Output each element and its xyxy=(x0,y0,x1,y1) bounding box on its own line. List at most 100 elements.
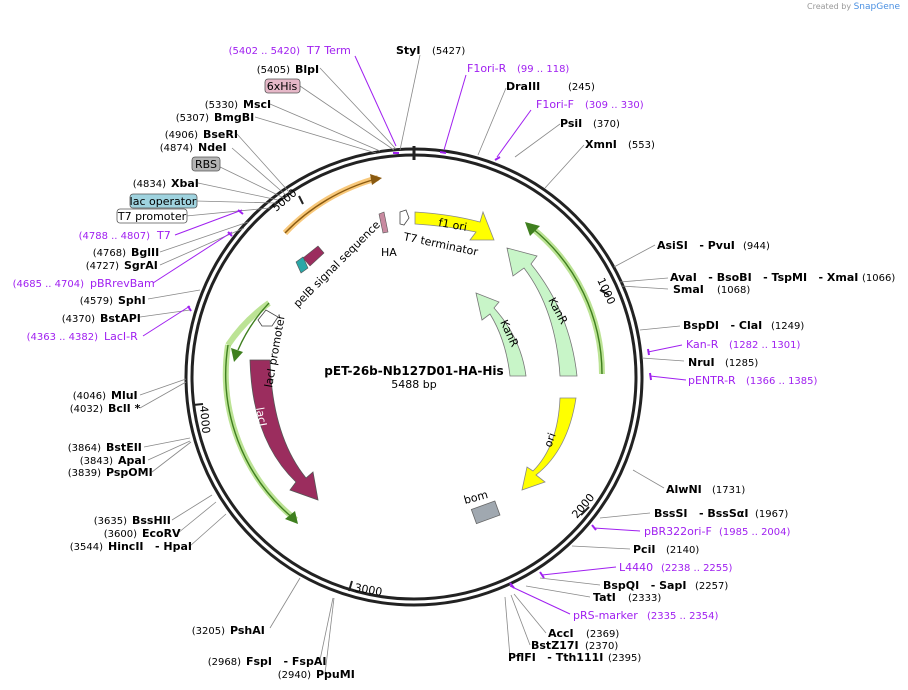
feature-box-6xhis: 6xHis xyxy=(264,78,301,94)
svg-text:PshAI: PshAI xyxy=(230,624,265,637)
primer-laci-r: (4363 .. 4382) LacI-R xyxy=(27,330,139,343)
svg-text:F1ori-R: F1ori-R xyxy=(467,62,507,75)
svg-text:(245): (245) xyxy=(568,82,595,93)
site-bstapi: (4370) BstAPI xyxy=(62,312,141,325)
svg-text:Kan-R: Kan-R xyxy=(686,338,719,351)
svg-text:(4685 .. 4704): (4685 .. 4704) xyxy=(13,279,85,290)
svg-text:SmaI: SmaI xyxy=(673,283,704,296)
svg-text:AsiSI - PvuI: AsiSI - PvuI xyxy=(657,239,735,252)
svg-text:BclI *: BclI * xyxy=(108,402,141,415)
svg-text:(3864): (3864) xyxy=(68,443,101,454)
ha-label: HA xyxy=(381,246,397,259)
primer-prs-marker: pRS-marker (2335 .. 2354) xyxy=(573,609,719,622)
site-bspdi-clai: BspDI - ClaI (1249) xyxy=(683,319,804,332)
svg-text:PciI: PciI xyxy=(633,543,655,556)
svg-text:MscI: MscI xyxy=(243,98,271,111)
svg-text:TatI: TatI xyxy=(593,591,616,604)
site-psii: PsiI (370) xyxy=(560,117,620,130)
svg-text:FspI - FspAI: FspI - FspAI xyxy=(246,655,326,668)
svg-text:SgrAI: SgrAI xyxy=(124,259,158,272)
site-blpi: (5405) BlpI xyxy=(257,63,319,76)
tick-label-4000: 4000 xyxy=(197,405,212,434)
site-bglii: (4768) BglII xyxy=(93,246,159,259)
svg-text:MluI: MluI xyxy=(111,389,138,402)
svg-text:(1731): (1731) xyxy=(712,485,745,496)
svg-text:(4788 .. 4807): (4788 .. 4807) xyxy=(79,231,151,242)
svg-text:(5330): (5330) xyxy=(205,100,238,111)
feature-kanr xyxy=(506,247,578,377)
site-bcli: (4032) BclI * xyxy=(70,402,141,415)
svg-text:(3544): (3544) xyxy=(70,542,103,553)
svg-text:(1985 .. 2004): (1985 .. 2004) xyxy=(719,527,791,538)
tick-label-3000: 3000 xyxy=(353,581,383,599)
svg-text:(1066): (1066) xyxy=(862,273,895,284)
svg-text:(1282 .. 1301): (1282 .. 1301) xyxy=(729,340,801,351)
plasmid-name: pET-26b-Nb127D01-HA-His xyxy=(324,364,503,378)
feature-ha xyxy=(378,211,389,234)
svg-text:lac operator: lac operator xyxy=(130,195,197,208)
svg-text:(4363 .. 4382): (4363 .. 4382) xyxy=(27,332,99,343)
svg-text:ApaI: ApaI xyxy=(118,454,146,467)
svg-text:BstAPI: BstAPI xyxy=(100,312,141,325)
site-ndei: (4874) NdeI xyxy=(160,141,227,154)
svg-text:L4440: L4440 xyxy=(619,561,653,574)
svg-text:(1366 .. 1385): (1366 .. 1385) xyxy=(746,376,818,387)
feature-f1-ori xyxy=(414,210,495,241)
svg-text:(4032): (4032) xyxy=(70,404,103,415)
svg-text:(2257): (2257) xyxy=(695,581,728,592)
svg-text:BspDI - ClaI: BspDI - ClaI xyxy=(683,319,762,332)
svg-text:(2333): (2333) xyxy=(628,593,661,604)
svg-text:(5405): (5405) xyxy=(257,65,290,76)
svg-text:PspOMI: PspOMI xyxy=(106,466,153,479)
svg-text:(4046): (4046) xyxy=(73,391,106,402)
svg-text:(4579): (4579) xyxy=(80,296,113,307)
svg-text:(2968): (2968) xyxy=(208,657,241,668)
feature-kanr-inner xyxy=(475,292,527,377)
f1-ori-label: f1 ori xyxy=(437,216,468,234)
site-pshai: (3205) PshAI xyxy=(192,624,265,637)
svg-text:BssHII: BssHII xyxy=(132,514,171,527)
feature-bom xyxy=(470,500,501,525)
svg-text:BspQI - SapI: BspQI - SapI xyxy=(603,579,686,592)
svg-text:(1068): (1068) xyxy=(717,285,750,296)
site-ppumi: (2940) PpuMI xyxy=(278,668,355,681)
svg-text:AvaI - BsoBI - TspMI - X: AvaI - BsoBI - TspMI - XmaI xyxy=(670,271,858,284)
feature-his-tag-marker xyxy=(295,256,309,274)
svg-text:BstZ17I: BstZ17I xyxy=(531,639,579,652)
svg-text:HincII - HpaI: HincII - HpaI xyxy=(108,540,192,553)
site-fspi-fspai: (2968) FspI - FspAI xyxy=(208,655,327,668)
primer-t7: (4788 .. 4807) T7 xyxy=(79,229,171,242)
feature-ori xyxy=(521,397,577,491)
svg-text:DraIII: DraIII xyxy=(506,80,540,93)
svg-text:BlpI: BlpI xyxy=(295,63,319,76)
svg-text:(2238 .. 2255): (2238 .. 2255) xyxy=(661,563,733,574)
site-tati: TatI (2333) xyxy=(593,591,661,604)
svg-text:(1249): (1249) xyxy=(771,321,804,332)
svg-text:(5402 .. 5420): (5402 .. 5420) xyxy=(229,46,301,57)
site-pcii: PciI (2140) xyxy=(633,543,699,556)
site-alwni: AlwNI (1731) xyxy=(666,483,745,496)
svg-text:NdeI: NdeI xyxy=(198,141,227,154)
site-styi: StyI (5427) xyxy=(396,44,465,57)
site-nrui: NruI (1285) xyxy=(688,356,758,369)
svg-text:T7: T7 xyxy=(156,229,171,242)
site-xmni: XmnI (553) xyxy=(585,138,655,151)
svg-text:PsiI: PsiI xyxy=(560,117,582,130)
site-bsssi: BssSI - BssSαI (1967) xyxy=(654,507,788,520)
svg-text:StyI: StyI xyxy=(396,44,420,57)
feature-box-rbs: RBS xyxy=(191,156,221,172)
snapgene-brand: SnapGene xyxy=(853,2,900,12)
svg-text:(944): (944) xyxy=(743,241,770,252)
ori-label: ori xyxy=(542,431,559,449)
credit-prefix: Created by xyxy=(807,2,852,11)
svg-text:(4834): (4834) xyxy=(133,179,166,190)
site-hincii-hpai: (3544) HincII - HpaI xyxy=(70,540,192,553)
site-draiii: DraIII (245) xyxy=(506,80,595,93)
svg-text:PpuMI: PpuMI xyxy=(316,668,355,681)
svg-text:(1285): (1285) xyxy=(725,358,758,369)
site-mlui: (4046) MluI xyxy=(73,389,138,402)
feature-pelb xyxy=(302,245,325,267)
svg-text:(2140): (2140) xyxy=(666,545,699,556)
svg-text:(370): (370) xyxy=(593,119,620,130)
